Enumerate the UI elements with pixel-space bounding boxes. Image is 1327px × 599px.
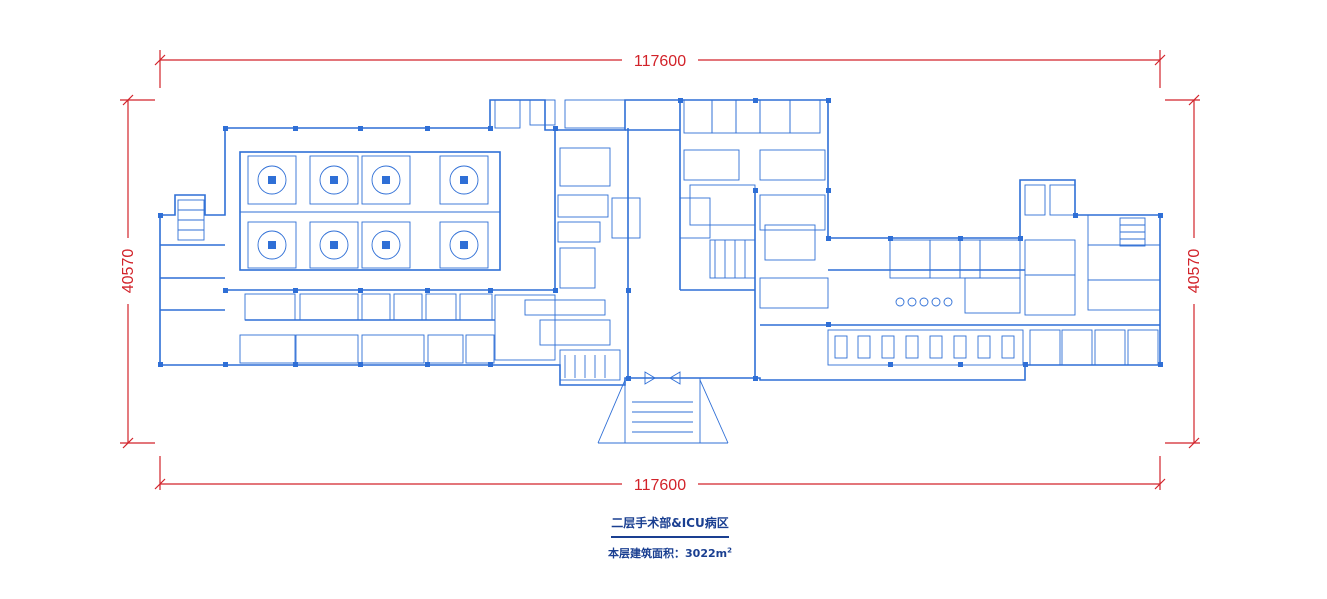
dimension-right: 40570 bbox=[1165, 94, 1204, 449]
dimension-left: 40570 bbox=[118, 94, 155, 449]
dimension-right-label: 40570 bbox=[1186, 249, 1203, 294]
dimension-top-label: 117600 bbox=[634, 53, 686, 70]
operating-rooms bbox=[239, 151, 501, 271]
left-lower-rooms bbox=[160, 199, 555, 364]
dimension-left-label: 40570 bbox=[120, 249, 137, 294]
icu-wing-right bbox=[760, 184, 1161, 366]
floor-area-unit-superscript: 2 bbox=[727, 546, 732, 555]
dimension-bottom-label: 117600 bbox=[634, 477, 686, 494]
dimension-bottom: 117600 bbox=[154, 456, 1166, 494]
entrance bbox=[597, 371, 729, 444]
floor-area-label: 本层建筑面积：3022m2 bbox=[560, 545, 780, 561]
floor-area-unit: m bbox=[715, 547, 728, 560]
drawing-title: 二层手术部&ICU病区 bbox=[611, 514, 729, 538]
drawing-caption: 二层手术部&ICU病区 本层建筑面积：3022m2 bbox=[560, 512, 780, 561]
floor-area-text: 本层建筑面积：3022 bbox=[608, 547, 716, 560]
structural-columns bbox=[158, 98, 1163, 381]
icu-rooms-upper bbox=[683, 99, 829, 309]
dimension-top: 117600 bbox=[154, 50, 1166, 88]
central-core bbox=[494, 99, 756, 381]
